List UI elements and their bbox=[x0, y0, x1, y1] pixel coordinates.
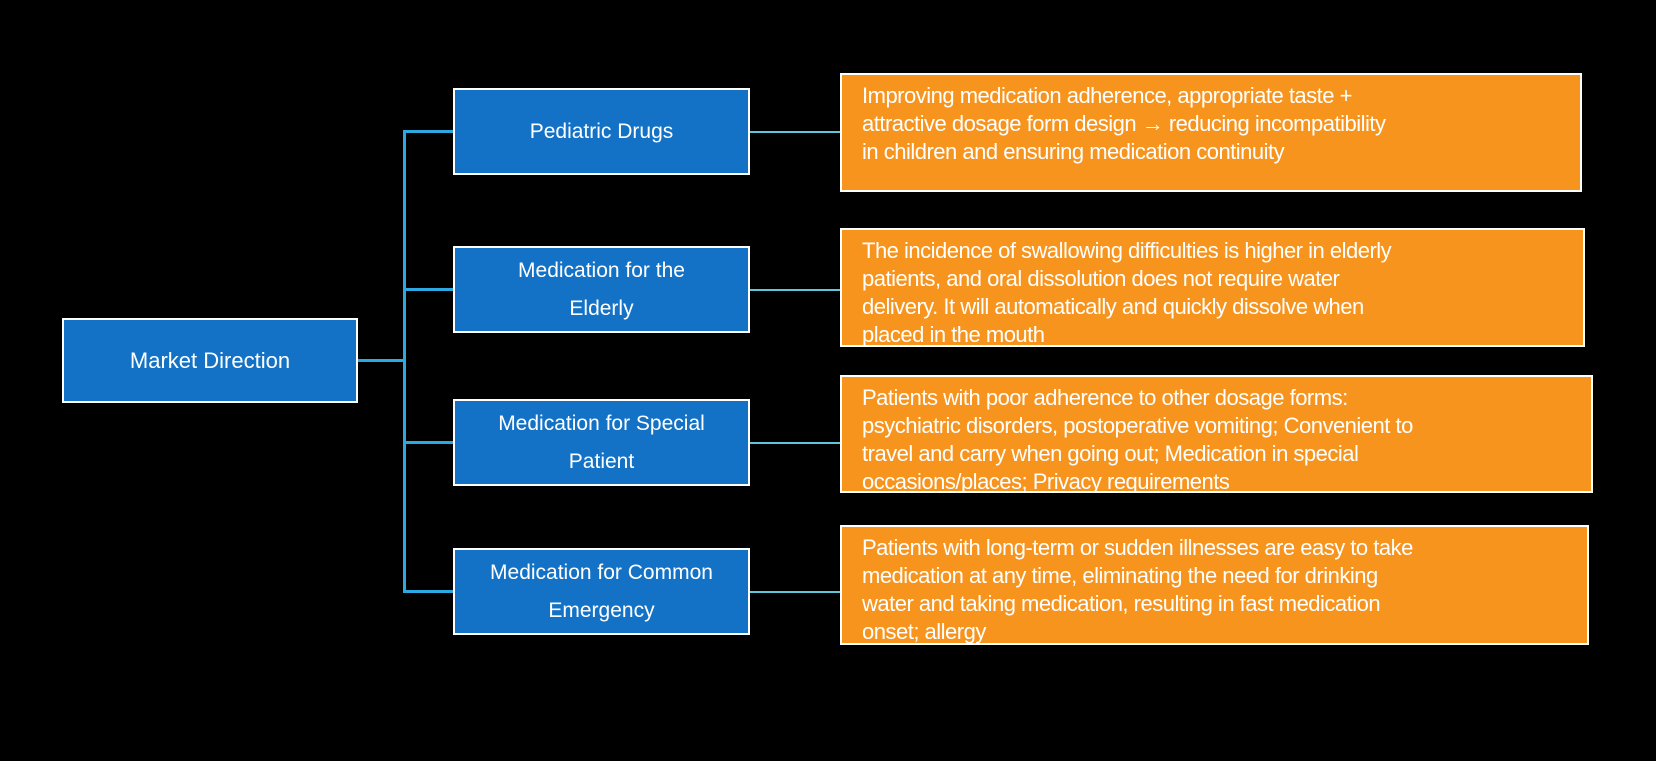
connector-desc-1 bbox=[750, 131, 840, 133]
connector-desc-2 bbox=[750, 289, 840, 291]
connector-branch-4 bbox=[405, 590, 453, 593]
branch-node-medication-special-patient: Medication for Special Patient bbox=[453, 399, 750, 486]
root-node-market-direction: Market Direction bbox=[62, 318, 358, 403]
connector-trunk-vertical bbox=[403, 130, 406, 593]
connector-branch-1 bbox=[405, 130, 453, 133]
connector-desc-3 bbox=[750, 442, 840, 444]
connector-root-horizontal bbox=[358, 359, 405, 362]
description-box-medication-elderly: The incidence of swallowing difficulties… bbox=[840, 228, 1585, 347]
description-box-medication-special-patient: Patients with poor adherence to other do… bbox=[840, 375, 1593, 493]
connector-desc-4 bbox=[750, 591, 840, 593]
description-box-medication-common-emergency: Patients with long-term or sudden illnes… bbox=[840, 525, 1589, 645]
connector-branch-3 bbox=[405, 441, 453, 444]
connector-branch-2 bbox=[405, 288, 453, 291]
branch-node-pediatric-drugs: Pediatric Drugs bbox=[453, 88, 750, 175]
description-box-pediatric-drugs: Improving medication adherence, appropri… bbox=[840, 73, 1582, 192]
branch-node-medication-elderly: Medication for the Elderly bbox=[453, 246, 750, 333]
branch-node-medication-common-emergency: Medication for Common Emergency bbox=[453, 548, 750, 635]
